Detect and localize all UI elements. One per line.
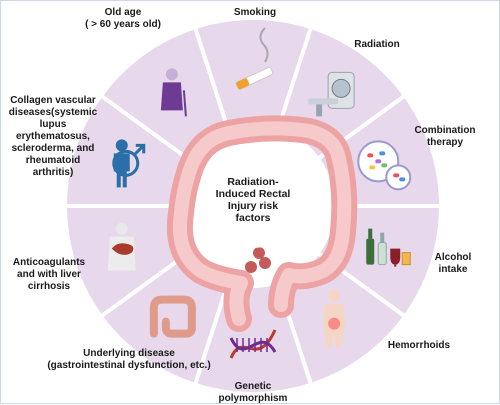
colon-illustration <box>166 115 358 332</box>
dna-icon <box>229 329 277 359</box>
label-hemorrhoids: Hemorrhoids <box>387 340 451 351</box>
label-old-age: Old age ( > 60 years old) <box>85 7 161 30</box>
elderly-person-icon <box>160 68 187 117</box>
center-label: Radiation- Induced Rectal Injury risk fa… <box>215 176 291 224</box>
label-radiation: Radiation <box>354 39 400 50</box>
label-genetic-polymorphism: Genetic polymorphism <box>218 381 288 404</box>
intestine-icon <box>149 295 196 338</box>
label-combination-therapy: Combination therapy <box>414 125 476 148</box>
radiation-machine-icon <box>308 71 355 117</box>
label-smoking: Smoking <box>233 7 277 18</box>
bottles-icon <box>366 228 411 267</box>
pills-icon <box>357 140 412 191</box>
center-text-backdrop <box>209 160 297 248</box>
label-collagen-vascular: Collagen vascular diseases(systemic lupu… <box>8 95 98 178</box>
cigarette-icon <box>235 27 274 90</box>
liver-icon <box>107 222 136 271</box>
label-alcohol-intake: Alcohol intake <box>434 252 472 275</box>
label-underlying-disease: Underlying disease (gastrointestinal dys… <box>47 348 211 371</box>
label-anticoagulants: Anticoagulants and with liver cirrhosis <box>12 257 86 292</box>
body-pelvis-icon <box>323 289 346 348</box>
male-symbol-icon <box>112 139 146 188</box>
